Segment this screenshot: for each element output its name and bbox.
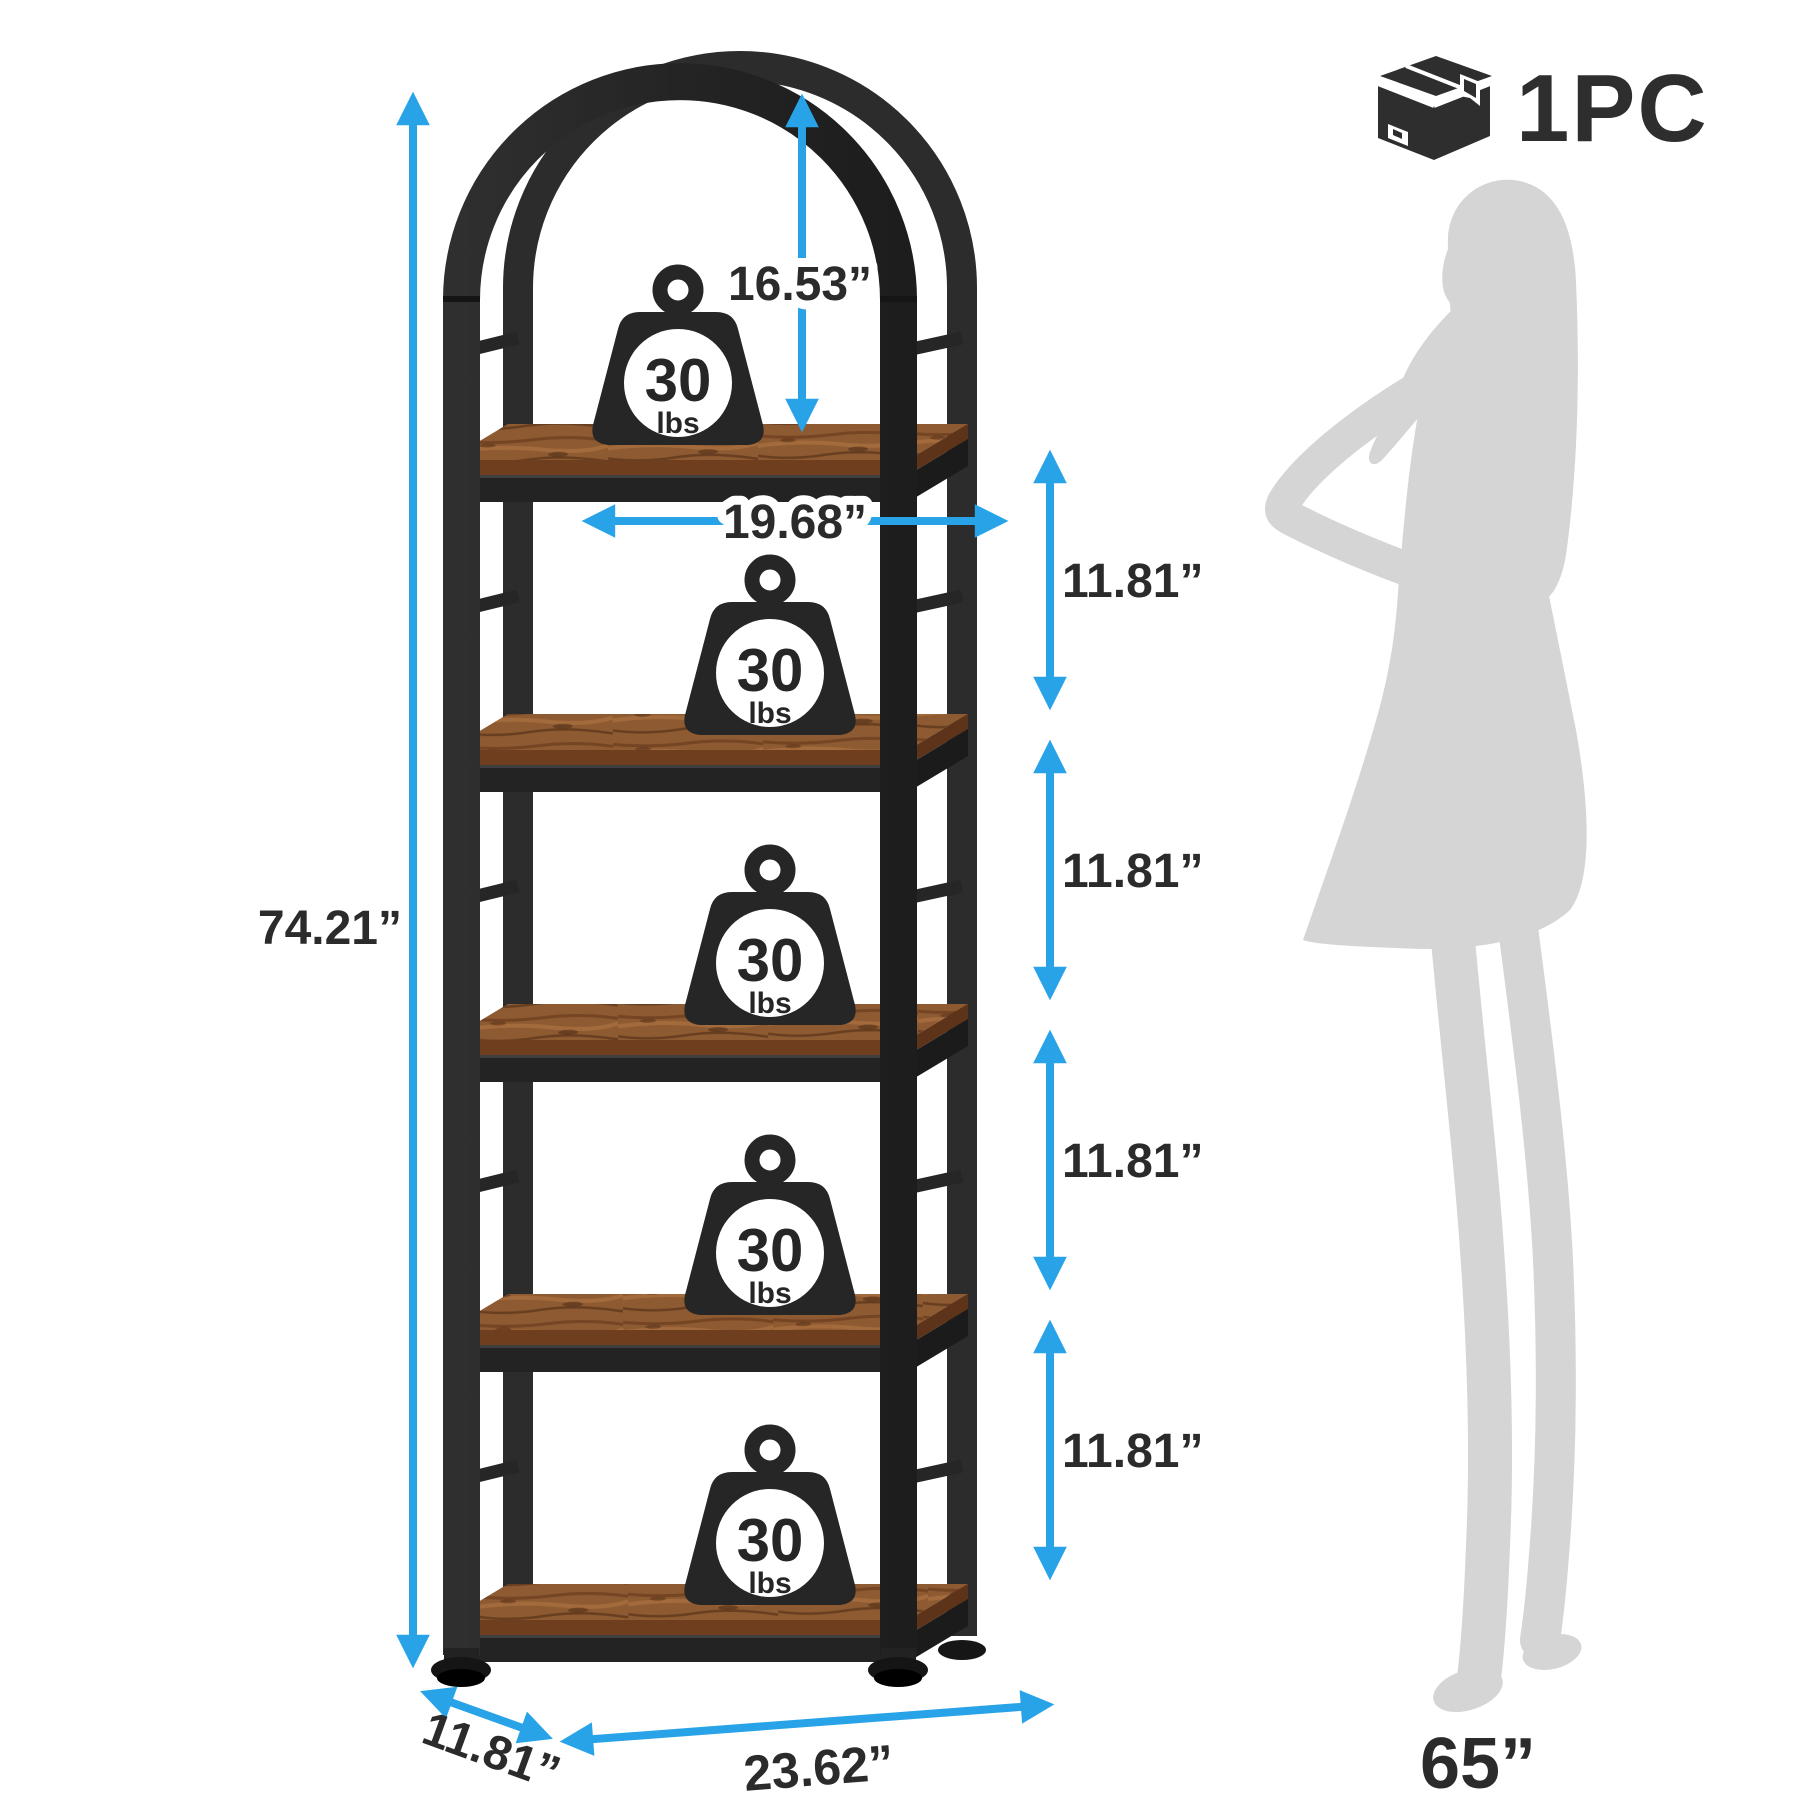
weight-unit: lbs bbox=[748, 1567, 791, 1600]
weight-icon bbox=[652, 264, 704, 316]
front-frame bbox=[443, 63, 917, 1655]
front-feet bbox=[431, 1648, 928, 1687]
weight-value: 30 bbox=[737, 927, 804, 994]
frame-joint-left bbox=[443, 296, 480, 302]
person-height-label: 65” bbox=[1420, 1724, 1536, 1800]
weight-badge-3: 30 lbs bbox=[684, 844, 856, 1025]
weight-icon bbox=[744, 1424, 796, 1476]
package-count-label: 1PC bbox=[1516, 55, 1709, 162]
tier-label-1: 11.81” bbox=[1062, 555, 1203, 608]
tier-label-3: 11.81” bbox=[1062, 1135, 1203, 1188]
weight-badge-5: 30 lbs bbox=[684, 1424, 856, 1605]
silhouette-back-foot bbox=[1522, 1633, 1582, 1671]
weight-unit: lbs bbox=[748, 697, 791, 730]
silhouette-back-leg bbox=[1498, 908, 1576, 1660]
weight-icon bbox=[744, 1134, 796, 1186]
silhouette-front-foot bbox=[1433, 1667, 1503, 1713]
tier-label-2: 11.81” bbox=[1062, 845, 1203, 898]
weight-value: 30 bbox=[737, 1217, 804, 1284]
overall-height-label: 74.21” bbox=[258, 902, 402, 955]
package-count-badge: 1PC bbox=[1377, 55, 1709, 162]
silhouette-torso-skirt bbox=[1303, 308, 1587, 949]
weight-unit: lbs bbox=[656, 407, 699, 440]
back-frame bbox=[503, 51, 977, 1636]
silhouette-front-leg bbox=[1430, 908, 1512, 1700]
depth-arrow bbox=[420, 1686, 553, 1744]
weight-unit: lbs bbox=[748, 987, 791, 1020]
person-silhouette bbox=[1265, 179, 1587, 1713]
weight-icon bbox=[744, 554, 796, 606]
width-label: 23.62” bbox=[742, 1734, 896, 1800]
bookshelf-illustration: 30 lbs 30 lbs 30 lbs 30 lbs bbox=[431, 51, 986, 1687]
tier-label-4: 11.81” bbox=[1062, 1425, 1203, 1478]
weight-icon bbox=[744, 844, 796, 896]
weight-unit: lbs bbox=[748, 1277, 791, 1310]
weight-badge-4: 30 lbs bbox=[684, 1134, 856, 1315]
back-foot-right bbox=[938, 1640, 986, 1660]
silhouette-arm bbox=[1265, 355, 1465, 594]
weight-value: 30 bbox=[737, 1507, 804, 1574]
silhouette-face bbox=[1442, 222, 1472, 313]
inner-width-label: 19.68” bbox=[723, 496, 867, 549]
weight-badge-1: 30 lbs bbox=[592, 264, 764, 445]
width-arrow bbox=[559, 1690, 1055, 1756]
arch-height-label: 16.53” bbox=[728, 258, 872, 311]
weight-value: 30 bbox=[645, 347, 712, 414]
box-icon bbox=[1377, 56, 1492, 160]
frame-joint-right bbox=[880, 296, 917, 302]
dimension-annotations: 74.21” 16.53” 19.68” 11.81” 11.81” 11.81… bbox=[258, 91, 1536, 1800]
weight-value: 30 bbox=[737, 637, 804, 704]
weight-badge-2: 30 lbs bbox=[684, 554, 856, 735]
